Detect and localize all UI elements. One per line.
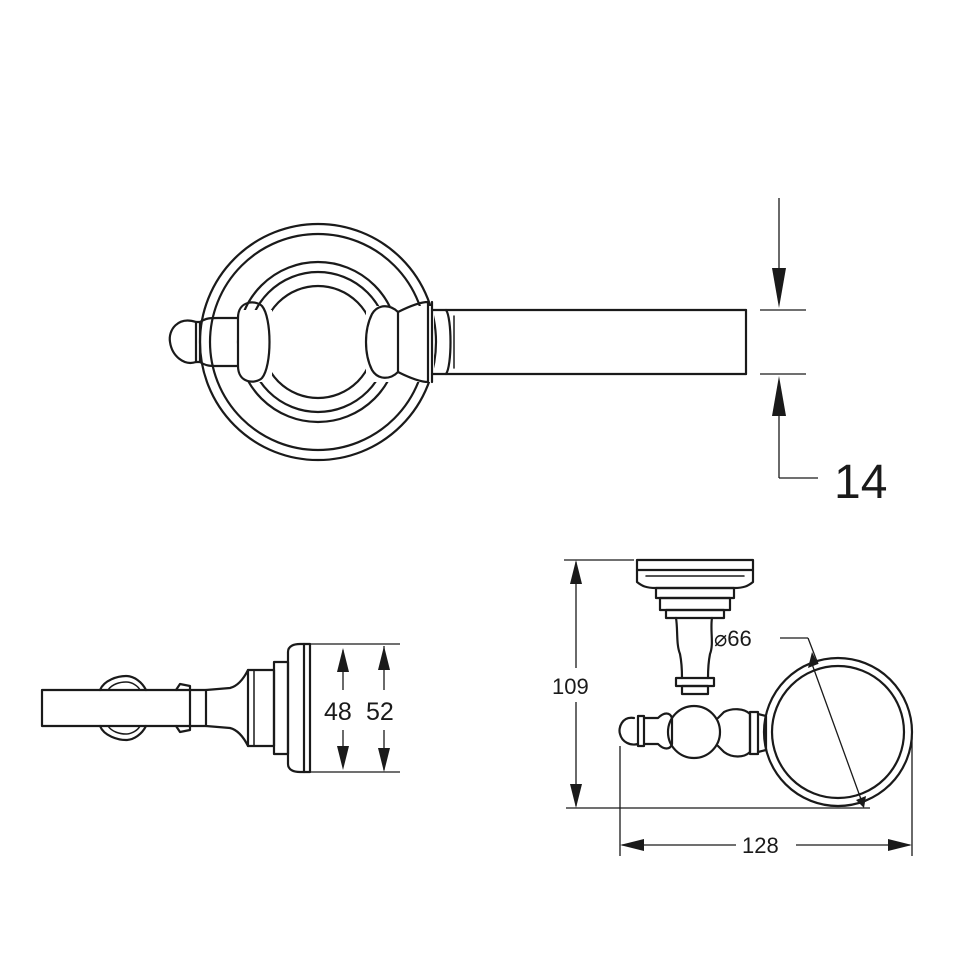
right-collar bbox=[396, 300, 430, 384]
bar-thickness-label: 14 bbox=[834, 456, 887, 509]
neck-taper bbox=[674, 616, 714, 680]
top-left-finial bbox=[618, 716, 640, 746]
dimension-height: 109 bbox=[552, 559, 634, 808]
flange-inner-label: 48 bbox=[324, 698, 352, 726]
wall-plate-top bbox=[635, 558, 755, 572]
ring-outer bbox=[762, 656, 914, 808]
top-right-collar bbox=[748, 710, 760, 756]
side-knuckle bbox=[174, 682, 192, 734]
right-knuckle bbox=[364, 305, 400, 379]
diameter-leader-diag bbox=[807, 637, 819, 665]
height-label: 109 bbox=[552, 674, 589, 699]
side-ring-inner-top bbox=[107, 681, 141, 691]
top-view bbox=[566, 558, 914, 809]
rosette-inner-ring bbox=[260, 284, 376, 400]
dimension-bar-thickness: 14 bbox=[760, 198, 887, 509]
central-ball bbox=[666, 704, 722, 760]
top-right-knuckle bbox=[716, 708, 752, 758]
diameter-arrow-bottom bbox=[856, 796, 866, 808]
knuckle-mask-right bbox=[366, 306, 434, 382]
dimension-flange: 48 52 bbox=[310, 643, 400, 773]
diameter-arrow-top bbox=[808, 652, 818, 668]
dimension-width: 128 bbox=[619, 736, 913, 858]
flange-outer-label: 52 bbox=[366, 698, 394, 726]
neck-step-2 bbox=[658, 596, 732, 612]
dim-109-arrow-up bbox=[570, 560, 582, 584]
neck-collar bbox=[674, 676, 716, 688]
side-ring-top bbox=[98, 674, 148, 692]
front-view bbox=[168, 222, 748, 462]
left-finial-collar bbox=[194, 320, 202, 364]
side-ring-bottom bbox=[98, 724, 148, 742]
diameter-line bbox=[811, 663, 863, 803]
dim-128-arrow-right bbox=[888, 839, 912, 851]
top-left-collar bbox=[636, 714, 646, 748]
ring-inner bbox=[770, 664, 906, 800]
arrow-down bbox=[772, 268, 786, 308]
left-knuckle bbox=[236, 301, 271, 383]
side-flange bbox=[286, 642, 312, 774]
side-neck-top bbox=[204, 668, 250, 692]
neck-collar-2 bbox=[680, 684, 710, 696]
side-neck-bottom bbox=[204, 724, 250, 748]
arrow-up bbox=[772, 376, 786, 416]
width-label: 128 bbox=[742, 833, 779, 858]
dim-128-arrow-left bbox=[620, 839, 644, 851]
top-right-cap bbox=[756, 712, 768, 754]
dim-48-arrow-up bbox=[337, 648, 349, 672]
side-base-2 bbox=[272, 660, 290, 756]
side-ring-inner-bottom bbox=[107, 725, 141, 735]
dimension-ring-diameter: ⌀66 bbox=[714, 626, 866, 808]
side-view bbox=[40, 642, 312, 774]
dim-52-arrow-up bbox=[378, 646, 390, 670]
dim-52-arrow-down bbox=[378, 748, 390, 772]
side-base-1 bbox=[246, 668, 276, 748]
left-finial bbox=[168, 319, 198, 364]
neck-step-1 bbox=[654, 586, 736, 600]
neck-step-3 bbox=[664, 608, 726, 620]
wall-plate-body bbox=[635, 568, 755, 590]
dim-109-arrow-down bbox=[570, 784, 582, 808]
side-bar bbox=[40, 688, 208, 728]
ring-diameter-label: ⌀66 bbox=[714, 626, 752, 651]
dim-48-arrow-down bbox=[337, 746, 349, 770]
top-left-knuckle bbox=[642, 712, 674, 750]
